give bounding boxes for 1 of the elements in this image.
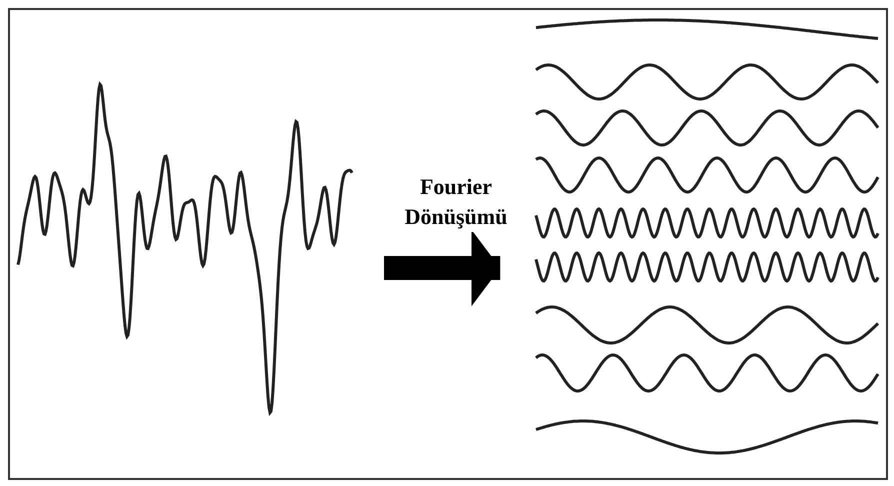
arrow xyxy=(384,230,500,306)
